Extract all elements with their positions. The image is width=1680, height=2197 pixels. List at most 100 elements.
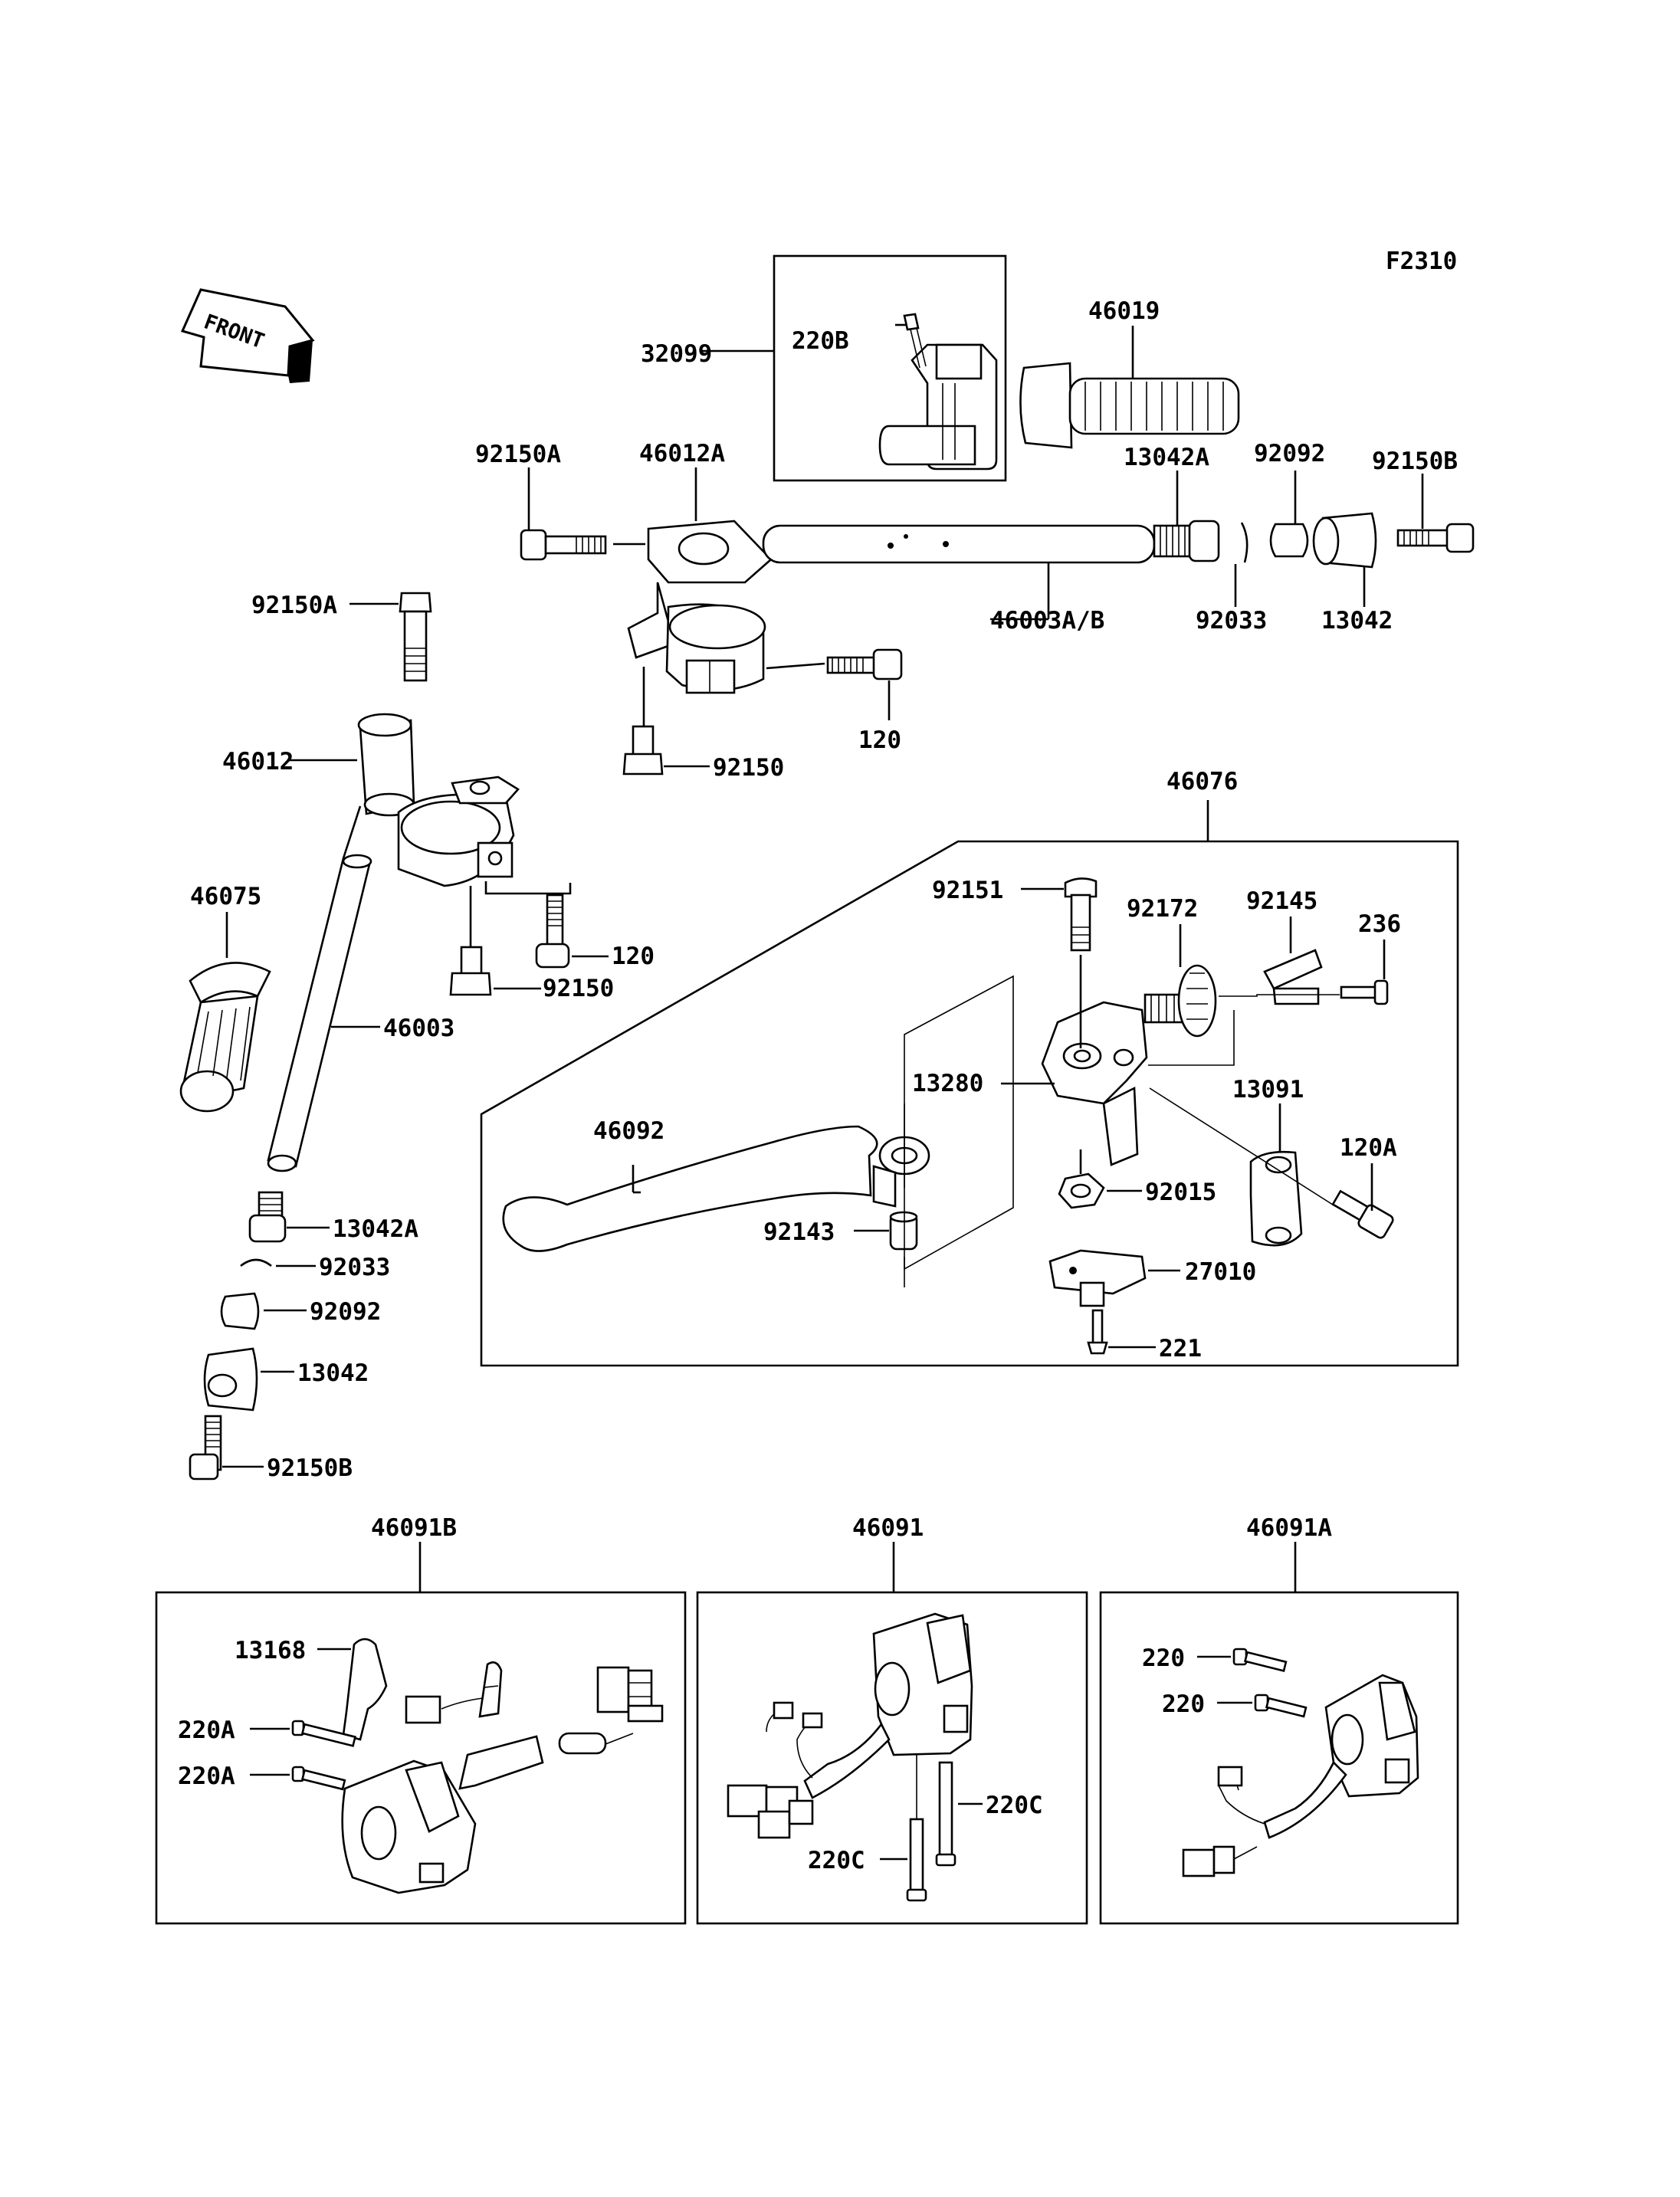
screw-220A-1: [291, 1720, 357, 1747]
label-13042A-top: 13042A: [1124, 444, 1209, 471]
label-13280: 13280: [912, 1070, 983, 1097]
screw-220-1: [1232, 1648, 1288, 1672]
label-46003: 46003: [383, 1015, 454, 1042]
brake-switch-27010: [1048, 1249, 1147, 1307]
bolt-13042A-left: [248, 1191, 287, 1243]
label-92172: 92172: [1127, 895, 1198, 923]
clamp-46012A: [627, 520, 773, 694]
label-46091: 46091: [852, 1514, 924, 1542]
label-46091B: 46091B: [371, 1514, 457, 1542]
screw-220C-2: [906, 1755, 927, 1902]
label-92015: 92015: [1145, 1179, 1216, 1206]
bolt-92150A-left: [399, 592, 432, 682]
screw-220-2: [1254, 1694, 1308, 1718]
throttle-grip-part: [878, 343, 998, 471]
label-13168: 13168: [235, 1637, 306, 1664]
bolt-92151: [1064, 877, 1098, 952]
screw-220B: [903, 313, 927, 369]
bolt-92150B-top: [1396, 523, 1475, 553]
label-46092: 46092: [593, 1117, 664, 1145]
circlip-92033-left: [240, 1258, 272, 1267]
label-92150A-top: 92150A: [475, 441, 561, 468]
label-27010: 27010: [1185, 1258, 1256, 1286]
bolt-120A: [1331, 1189, 1394, 1239]
label-92150-mid: 92150: [543, 975, 614, 1002]
spring-92145: [1263, 949, 1323, 1005]
bolt-92150A-top: [520, 529, 607, 561]
label-220B: 220B: [792, 327, 849, 355]
bush-92092-left: [220, 1292, 260, 1330]
label-221: 221: [1159, 1335, 1202, 1362]
label-92145: 92145: [1246, 887, 1317, 915]
circlip-92033-top: [1240, 522, 1249, 563]
label-13091: 13091: [1232, 1076, 1304, 1103]
label-92092-top: 92092: [1254, 440, 1325, 467]
label-92033-top: 92033: [1196, 607, 1267, 635]
right-grip-46019: [1019, 362, 1240, 449]
label-92092-left: 92092: [310, 1298, 381, 1326]
bolt-13042A-top: [1153, 520, 1220, 562]
label-220A-1: 220A: [178, 1717, 235, 1744]
label-92151: 92151: [932, 877, 1003, 904]
label-13042A-left: 13042A: [333, 1215, 418, 1243]
label-92150B-top: 92150B: [1372, 448, 1458, 475]
handlebar-tube-46003AB: [762, 524, 1156, 564]
bolt-92150B-left: [189, 1415, 222, 1481]
figure-code: F2310: [1386, 248, 1457, 275]
label-92150A-left: 92150A: [251, 592, 337, 619]
rh-switch-box: [1099, 1591, 1459, 1925]
label-120-top: 120: [858, 726, 901, 754]
label-220-1: 220: [1142, 1644, 1185, 1672]
label-46075: 46075: [190, 883, 261, 910]
adjuster-92172: [1144, 964, 1217, 1038]
weight-13042-top: [1312, 512, 1377, 569]
front-arrow-icon: FRONT: [180, 288, 315, 383]
bolt-120-top: [826, 648, 903, 680]
lever-bracket-13280: [1041, 1001, 1148, 1166]
label-92150B-left: 92150B: [267, 1454, 353, 1482]
label-220C-2: 220C: [808, 1847, 865, 1874]
label-46012A: 46012A: [639, 440, 725, 467]
brake-lever-46092: [502, 1125, 930, 1252]
rh-switch-box-02: [696, 1591, 1088, 1925]
bush-92092-top: [1269, 523, 1309, 558]
bolt-120-mid: [535, 894, 570, 969]
left-grip-46075: [179, 962, 271, 1113]
label-46012: 46012: [222, 748, 294, 776]
label-46019: 46019: [1088, 297, 1160, 325]
label-236: 236: [1358, 910, 1401, 938]
label-120A: 120A: [1340, 1134, 1397, 1162]
weight-13042-left: [203, 1347, 258, 1412]
clamp-46012: [357, 713, 520, 887]
label-46091A: 46091A: [1246, 1514, 1332, 1542]
lever-assembly-box: [480, 840, 1459, 1367]
label-13042-left: 13042: [297, 1359, 369, 1387]
nut-92015: [1058, 1172, 1105, 1209]
cover-13168: [342, 1638, 388, 1741]
handlebar-tube-46003: [267, 854, 372, 1172]
label-92150-top: 92150: [713, 754, 784, 782]
label-13042-top: 13042: [1321, 607, 1393, 635]
screw-221: [1087, 1309, 1108, 1355]
throttle-grip-box: [773, 254, 1007, 482]
bolt-92150-top: [622, 725, 664, 776]
screw-236: [1340, 979, 1389, 1005]
label-46076: 46076: [1166, 768, 1238, 795]
label-220C-1: 220C: [986, 1792, 1043, 1819]
label-92143: 92143: [763, 1218, 835, 1246]
label-32099: 32099: [641, 340, 712, 368]
rh-switch-housing: [1182, 1674, 1419, 1877]
label-92033-left: 92033: [319, 1254, 390, 1281]
collar-92143: [889, 1211, 918, 1251]
bolt-92150-mid: [449, 946, 492, 996]
lh-switch-housing: [341, 1661, 664, 1894]
label-220-2: 220: [1162, 1690, 1205, 1718]
label-220A-2: 220A: [178, 1763, 235, 1790]
clamp-half-13091: [1249, 1150, 1303, 1247]
screw-220A-2: [291, 1766, 346, 1791]
screw-220C-1: [935, 1761, 956, 1867]
rh-switch-housing-02: [727, 1612, 973, 1839]
label-120-mid: 120: [612, 943, 655, 970]
